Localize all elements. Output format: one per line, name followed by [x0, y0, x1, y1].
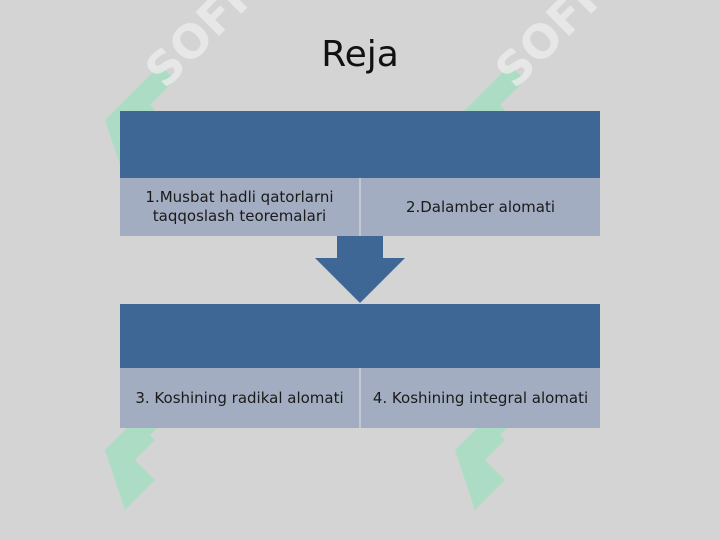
top-block-cells: 1.Musbat hadli qatorlarni taqqoslash teo… — [120, 178, 600, 236]
bottom-block-header — [120, 304, 600, 370]
slide-title: Reja — [321, 34, 399, 75]
plan-item-2: 2.Dalamber alomati — [359, 178, 600, 236]
down-arrow-icon — [315, 236, 405, 303]
plan-item-4: 4. Koshining integral alomati — [359, 368, 600, 428]
plan-item-1: 1.Musbat hadli qatorlarni taqqoslash teo… — [120, 178, 359, 236]
plan-item-3: 3. Koshining radikal alomati — [120, 368, 359, 428]
top-block-header — [120, 111, 600, 181]
bottom-block-cells: 3. Koshining radikal alomati 4. Koshinin… — [120, 368, 600, 428]
